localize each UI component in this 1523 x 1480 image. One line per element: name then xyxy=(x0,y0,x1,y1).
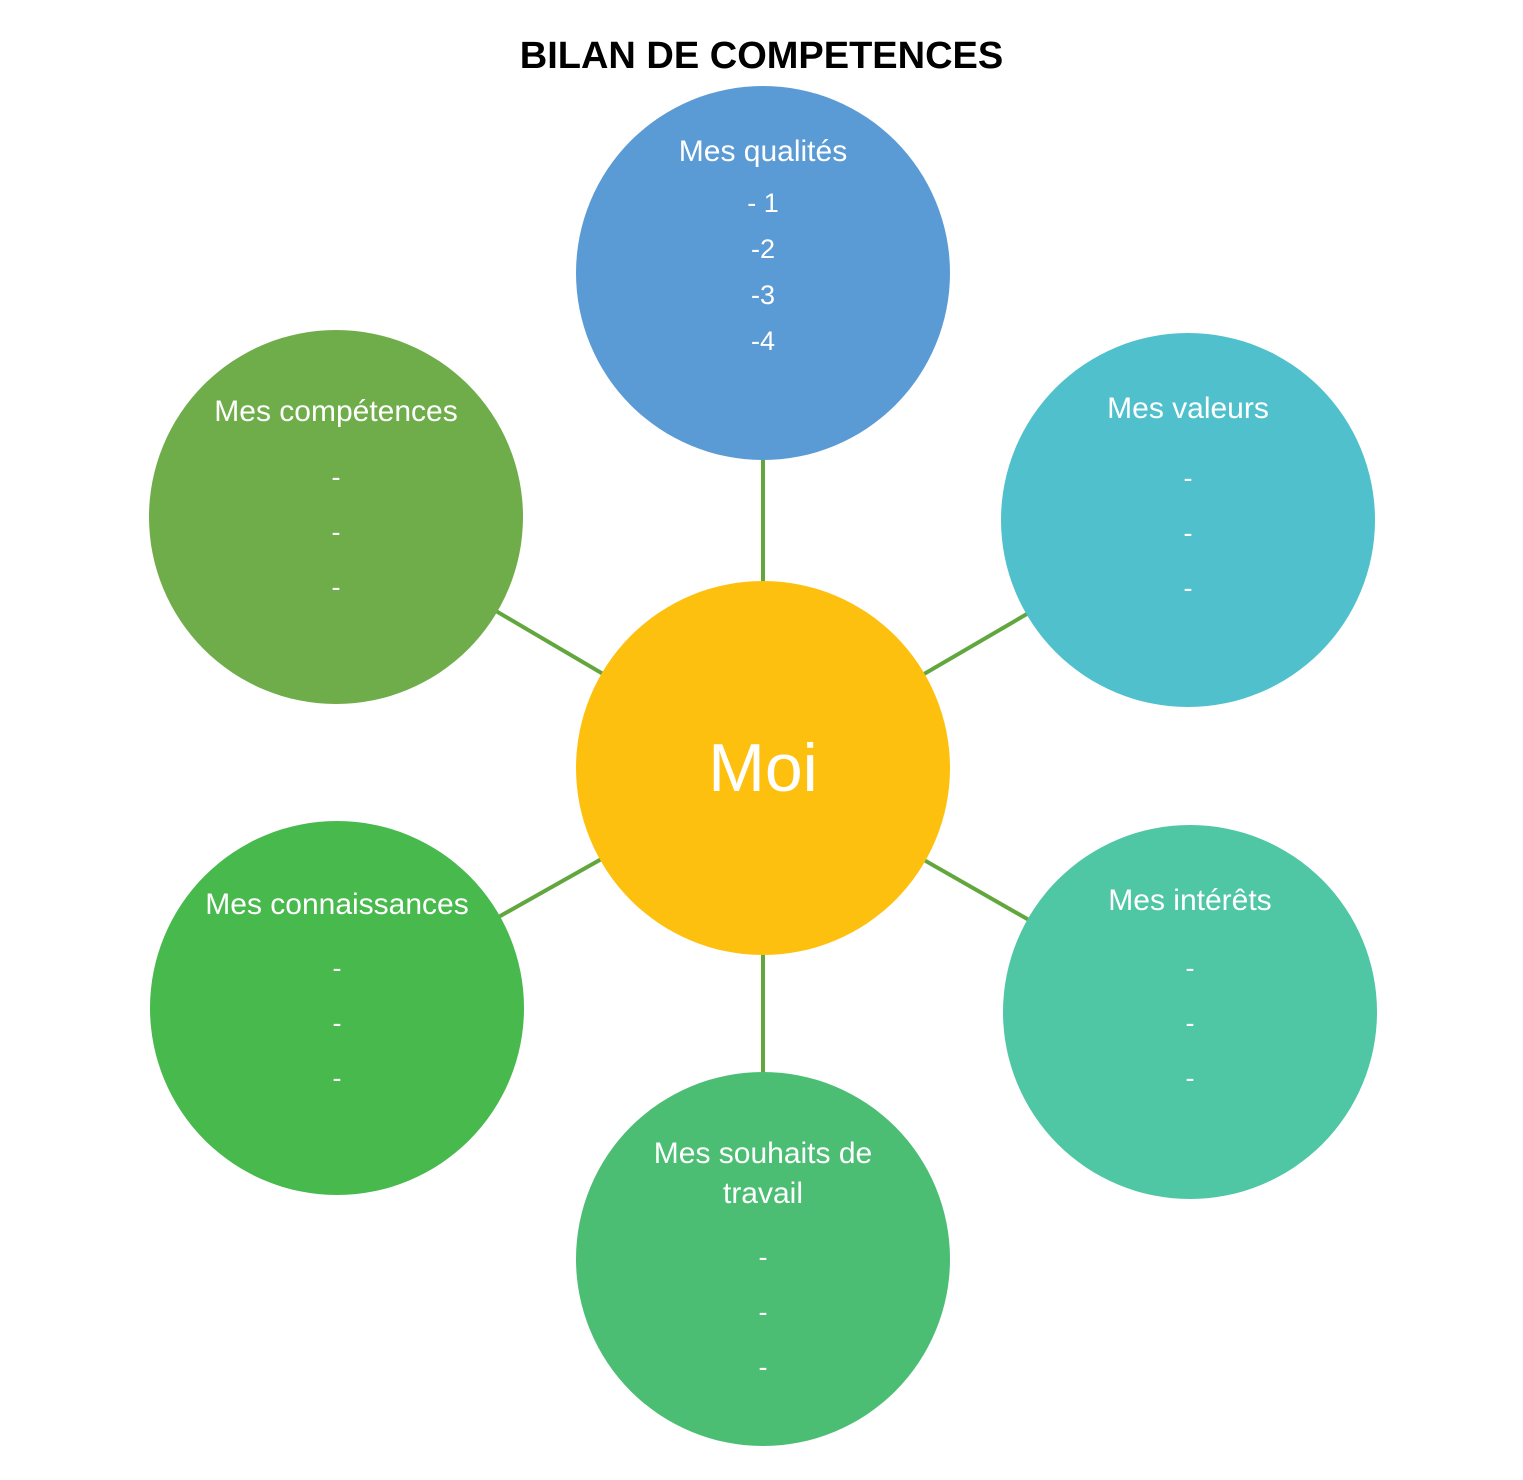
node-mes-valeurs-content: Mes valeurs - - - xyxy=(1001,333,1375,707)
node-mes-competences: Mes compétences - - - xyxy=(149,330,523,704)
list-item: - xyxy=(1183,463,1193,493)
list-item: - xyxy=(1183,573,1193,603)
list-item: - xyxy=(1185,1063,1195,1093)
node-mes-interets-content: Mes intérêts - - - xyxy=(1003,825,1377,1199)
node-label: Mes valeurs xyxy=(1107,392,1269,425)
list-item: - xyxy=(331,462,341,492)
list-item: - xyxy=(332,953,342,983)
node-item-list: - 1 -2 -3 -4 xyxy=(747,180,779,364)
node-label: Mes souhaits de travail xyxy=(653,1137,873,1210)
node-mes-connaissances: Mes connaissances - - - xyxy=(150,821,524,1195)
node-item-list: - - - xyxy=(1186,941,1195,1106)
list-item: - xyxy=(332,1008,342,1038)
node-item-list: - - - xyxy=(759,1230,768,1395)
node-mes-qualites-content: Mes qualités - 1 -2 -3 -4 xyxy=(576,86,950,460)
node-label: Mes qualités xyxy=(678,135,848,168)
list-item: -2 xyxy=(750,234,775,264)
node-moi-center: Moi xyxy=(576,581,950,955)
node-mes-qualites: Mes qualités - 1 -2 -3 -4 xyxy=(576,86,950,460)
list-item: - xyxy=(758,1297,768,1327)
list-item: - 1 xyxy=(747,188,779,218)
list-item: - xyxy=(1185,1008,1195,1038)
node-item-list: - - - xyxy=(332,450,341,615)
node-label: Mes intérêts xyxy=(1108,884,1272,917)
list-item: - xyxy=(331,572,341,602)
node-moi-content: Moi xyxy=(576,581,950,955)
list-item: - xyxy=(758,1352,768,1382)
node-label: Mes connaissances xyxy=(205,888,469,921)
list-item: -3 xyxy=(750,280,775,310)
page-title: BILAN DE COMPETENCES xyxy=(519,35,1004,78)
list-item: - xyxy=(332,1063,342,1093)
list-item: -4 xyxy=(750,326,775,356)
node-item-list: - - - xyxy=(1184,451,1193,616)
node-mes-competences-content: Mes compétences - - - xyxy=(149,330,523,704)
node-mes-souhaits-content: Mes souhaits de travail - - - xyxy=(576,1072,950,1446)
list-item: - xyxy=(1183,518,1193,548)
list-item: - xyxy=(1185,953,1195,983)
node-mes-connaissances-content: Mes connaissances - - - xyxy=(150,821,524,1195)
center-label: Moi xyxy=(708,730,818,806)
list-item: - xyxy=(758,1242,768,1272)
node-label: Mes compétences xyxy=(214,395,458,428)
node-mes-souhaits-de-travail: Mes souhaits de travail - - - xyxy=(576,1072,950,1446)
node-mes-interets: Mes intérêts - - - xyxy=(1003,825,1377,1199)
list-item: - xyxy=(331,517,341,547)
node-mes-valeurs: Mes valeurs - - - xyxy=(1001,333,1375,707)
node-item-list: - - - xyxy=(333,941,342,1106)
